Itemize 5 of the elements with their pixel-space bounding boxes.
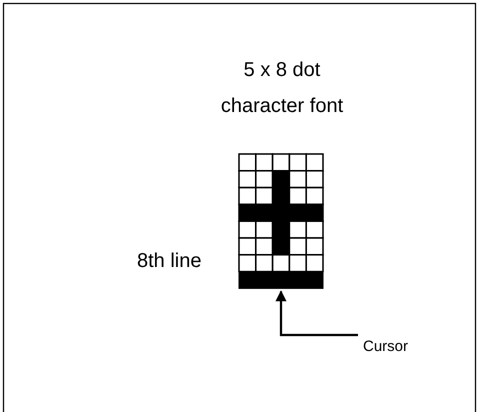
cursor-bar	[238, 271, 324, 289]
title: 5 x 8 dot character font	[220, 58, 344, 119]
side-label: 8th line	[137, 250, 202, 273]
leader-arrow	[276, 290, 358, 336]
cursor-label: Cursor	[363, 337, 408, 357]
